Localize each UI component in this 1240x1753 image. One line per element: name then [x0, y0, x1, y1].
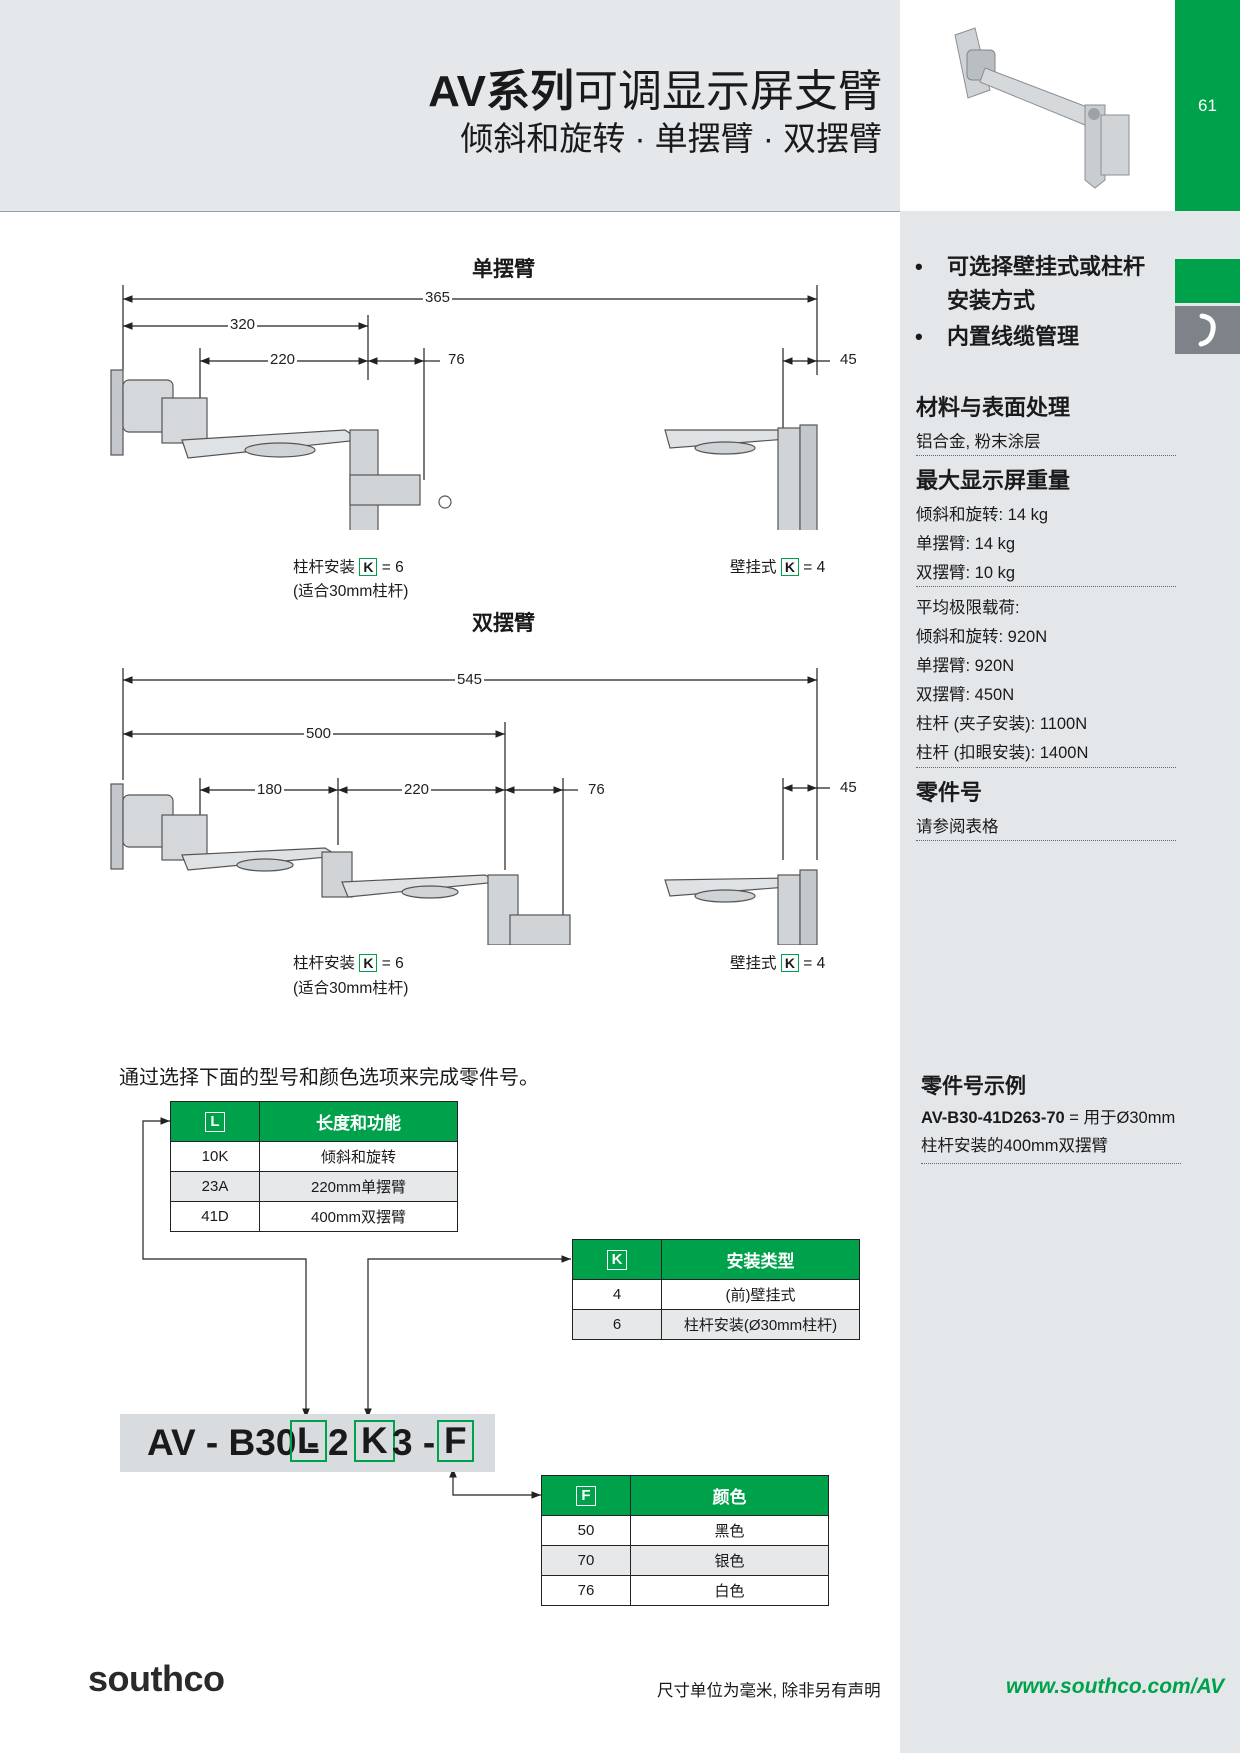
double-pole-label: 柱杆安装 K = 6 [293, 954, 404, 972]
dim-single-365: 365 [423, 289, 453, 306]
page-number: 61 [1198, 96, 1217, 115]
load-heading: 平均极限载荷: [916, 599, 1020, 617]
green-page-strip [1175, 0, 1240, 211]
dim-single-320: 320 [228, 316, 258, 333]
product-photo [954, 27, 1130, 189]
example-text: AV-B30-41D263-70 = 用于Ø30mm柱杆安装的400mm双摆臂 [921, 1109, 1176, 1155]
connector-lines [142, 1117, 571, 1499]
unit-footnote: 尺寸单位为毫米, 除非另有声明 [657, 1682, 881, 1700]
part-number-heading: 零件号 [916, 780, 983, 805]
header-band [0, 0, 900, 212]
dim-single-76: 76 [446, 351, 467, 368]
material-heading: 材料与表面处理 [916, 395, 1071, 420]
max-weight-item: 倾斜和旋转: 14 kg [916, 506, 1049, 524]
part-number-builder: AV - B30 - L 2 K 3 - F [120, 1414, 495, 1472]
load-item: 柱杆 (扣眼安装): 1400N [916, 744, 1089, 762]
dim-double-45: 45 [838, 779, 859, 796]
load-item: 单摆臂: 920N [916, 657, 1015, 675]
dim-double-180: 180 [255, 781, 285, 798]
dim-double-545: 545 [455, 671, 485, 688]
dim-double-500: 500 [304, 725, 334, 742]
table-header: 安装类型 [661, 1239, 860, 1280]
feature-item: •可选择壁挂式或柱杆安装方式 [915, 254, 1146, 313]
table-header: 颜色 [630, 1475, 829, 1516]
table-key: F [541, 1475, 631, 1516]
page-title: AV系列可调显示屏支臂 [428, 67, 882, 116]
table-header: 长度和功能 [259, 1101, 458, 1142]
dim-double-76: 76 [586, 781, 607, 798]
dim-double-220: 220 [402, 781, 432, 798]
single-arm-title: 单摆臂 [472, 258, 535, 281]
example-heading: 零件号示例 [921, 1075, 1026, 1098]
double-arm-title: 双摆臂 [472, 612, 535, 635]
single-pole-label: 柱杆安装 K = 6 [293, 558, 404, 576]
divider [916, 455, 1176, 456]
max-weight-item: 单摆臂: 14 kg [916, 535, 1016, 553]
material-value: 铝合金, 粉末涂层 [916, 433, 1041, 451]
arm-icon [1198, 313, 1216, 347]
divider [916, 586, 1176, 587]
section-tab-green[interactable] [1175, 259, 1240, 303]
max-weight-item: 双摆臂: 10 kg [916, 564, 1016, 582]
dim-single-45: 45 [838, 351, 859, 368]
southco-logo: southco [88, 1658, 225, 1699]
divider [916, 840, 1176, 841]
single-wall-label: 壁挂式 K = 4 [730, 558, 826, 576]
load-item: 双摆臂: 450N [916, 686, 1015, 704]
divider [921, 1163, 1181, 1164]
divider [916, 767, 1176, 768]
part-slot-l[interactable]: L [290, 1420, 327, 1462]
section-tab-arm[interactable] [1175, 306, 1240, 354]
website-link[interactable]: www.southco.com/AV [1006, 1675, 1225, 1698]
double-wall-label: 壁挂式 K = 4 [730, 954, 826, 972]
part-number-note: 请参阅表格 [916, 818, 999, 836]
table-row: 4(前)壁挂式 [572, 1279, 860, 1310]
load-item: 倾斜和旋转: 920N [916, 628, 1048, 646]
double-pole-note: (适合30mm柱杆) [293, 980, 409, 997]
table-key: L [170, 1101, 260, 1142]
table-key: K [572, 1239, 662, 1280]
single-pole-note: (适合30mm柱杆) [293, 583, 409, 600]
single-arm-drawing [110, 285, 830, 530]
sidebar-panel [900, 211, 1240, 1753]
instruction-text: 通过选择下面的型号和颜色选项来完成零件号。 [119, 1067, 539, 1089]
part-slot-f[interactable]: F [437, 1420, 474, 1462]
load-item: 柱杆 (夹子安装): 1100N [916, 715, 1088, 733]
page-subtitle: 倾斜和旋转 · 单摆臂 · 双摆臂 [460, 120, 882, 157]
dim-single-220: 220 [268, 351, 298, 368]
feature-item: •内置线缆管理 [915, 324, 1080, 349]
part-slot-k[interactable]: K [354, 1420, 395, 1462]
max-weight-heading: 最大显示屏重量 [916, 468, 1071, 493]
